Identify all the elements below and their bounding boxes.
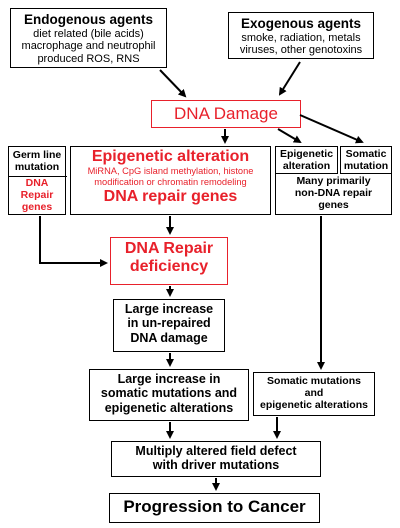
progression-label: Progression to Cancer <box>123 497 306 516</box>
non-dna-repair-line: genes <box>318 199 349 212</box>
somatic-epigenetic-line: Somatic mutations <box>267 375 361 387</box>
somatic-epigenetic-line: and <box>304 387 324 400</box>
large-somatic-line: Large increase in <box>117 372 221 386</box>
epigenetic-alteration-title: Epigenetic alteration <box>91 148 250 165</box>
dna-damage-label: DNA Damage <box>174 104 278 123</box>
somatic-epigenetic-box: Somatic mutations and epigenetic alterat… <box>253 372 375 416</box>
germ-line-sub: genes <box>21 201 53 214</box>
somatic-small-label: mutation <box>343 160 389 173</box>
arrow-damage-to-somatic <box>299 114 364 144</box>
germ-line-title: Germ line <box>12 149 62 161</box>
large-unrepaired-box: Large increase in un-repaired DNA damage <box>113 299 225 352</box>
non-dna-repair-genes-box: Many primarily non-DNA repair genes <box>275 174 392 215</box>
field-defect-line: with driver mutations <box>152 458 280 473</box>
endogenous-agents-box: Endogenous agents diet related (bile aci… <box>10 8 167 68</box>
non-dna-repair-line: Many primarily <box>296 175 371 187</box>
exogenous-agents-box: Exogenous agents smoke, radiation, metal… <box>228 12 374 59</box>
endogenous-line: produced ROS, RNS <box>37 52 140 65</box>
progression-box: Progression to Cancer <box>109 493 320 523</box>
arrow-exogenous-to-damage <box>278 61 301 96</box>
large-somatic-line: epigenetic alterations <box>104 400 234 415</box>
dna-damage-box: DNA Damage <box>151 100 301 128</box>
endogenous-line: diet related (bile acids) <box>33 27 144 40</box>
field-defect-line: Multiply altered field defect <box>135 444 297 458</box>
germ-line-divider <box>7 176 67 177</box>
dna-repair-genes-label: DNA repair genes <box>103 187 238 205</box>
epigenetic-small-box: Epigenetic alteration <box>275 146 338 174</box>
field-defect-box: Multiply altered field defect with drive… <box>111 441 321 477</box>
epigenetic-alteration-line: modification or chromatin remodeling <box>94 177 247 188</box>
large-somatic-line: somatic mutations and <box>100 386 238 401</box>
exogenous-title: Exogenous agents <box>240 16 362 31</box>
large-unrepaired-line: in un-repaired <box>127 316 211 331</box>
large-unrepaired-line: DNA damage <box>130 330 208 345</box>
exogenous-line: smoke, radiation, metals <box>241 31 361 44</box>
arrow-damage-to-epigenetic-small <box>277 128 302 144</box>
dna-repair-deficiency-box: DNA Repair deficiency <box>110 237 228 285</box>
germ-line-sub: DNA <box>25 177 49 190</box>
epigenetic-alteration-line: MiRNA, CpG island methylation, histone <box>87 166 254 177</box>
exogenous-line: viruses, other genotoxins <box>239 44 363 57</box>
arrow-germline-to-deficiency <box>39 216 108 267</box>
epigenetic-small-label: alteration <box>282 160 331 173</box>
large-unrepaired-line: Large increase <box>124 302 214 316</box>
dna-repair-deficiency-label: DNA Repair <box>124 240 214 257</box>
endogenous-title: Endogenous agents <box>23 12 153 27</box>
endogenous-line: macrophage and neutrophil <box>21 40 156 53</box>
large-somatic-box: Large increase in somatic mutations and … <box>89 369 249 421</box>
dna-repair-deficiency-label: deficiency <box>129 258 209 276</box>
epigenetic-small-label: Epigenetic <box>279 148 334 160</box>
germ-line-box: Germ line mutation DNA Repair genes <box>7 146 67 215</box>
non-dna-repair-line: non-DNA repair <box>294 187 373 200</box>
somatic-small-box: Somatic mutation <box>340 146 392 174</box>
epigenetic-alteration-box: Epigenetic alteration MiRNA, CpG island … <box>70 146 271 215</box>
somatic-epigenetic-line: epigenetic alterations <box>260 399 368 412</box>
germ-line-sub: Repair <box>20 189 54 202</box>
germ-line-title: mutation <box>14 161 60 174</box>
somatic-small-label: Somatic <box>345 148 387 160</box>
arrow-endogenous-to-damage <box>159 69 187 98</box>
